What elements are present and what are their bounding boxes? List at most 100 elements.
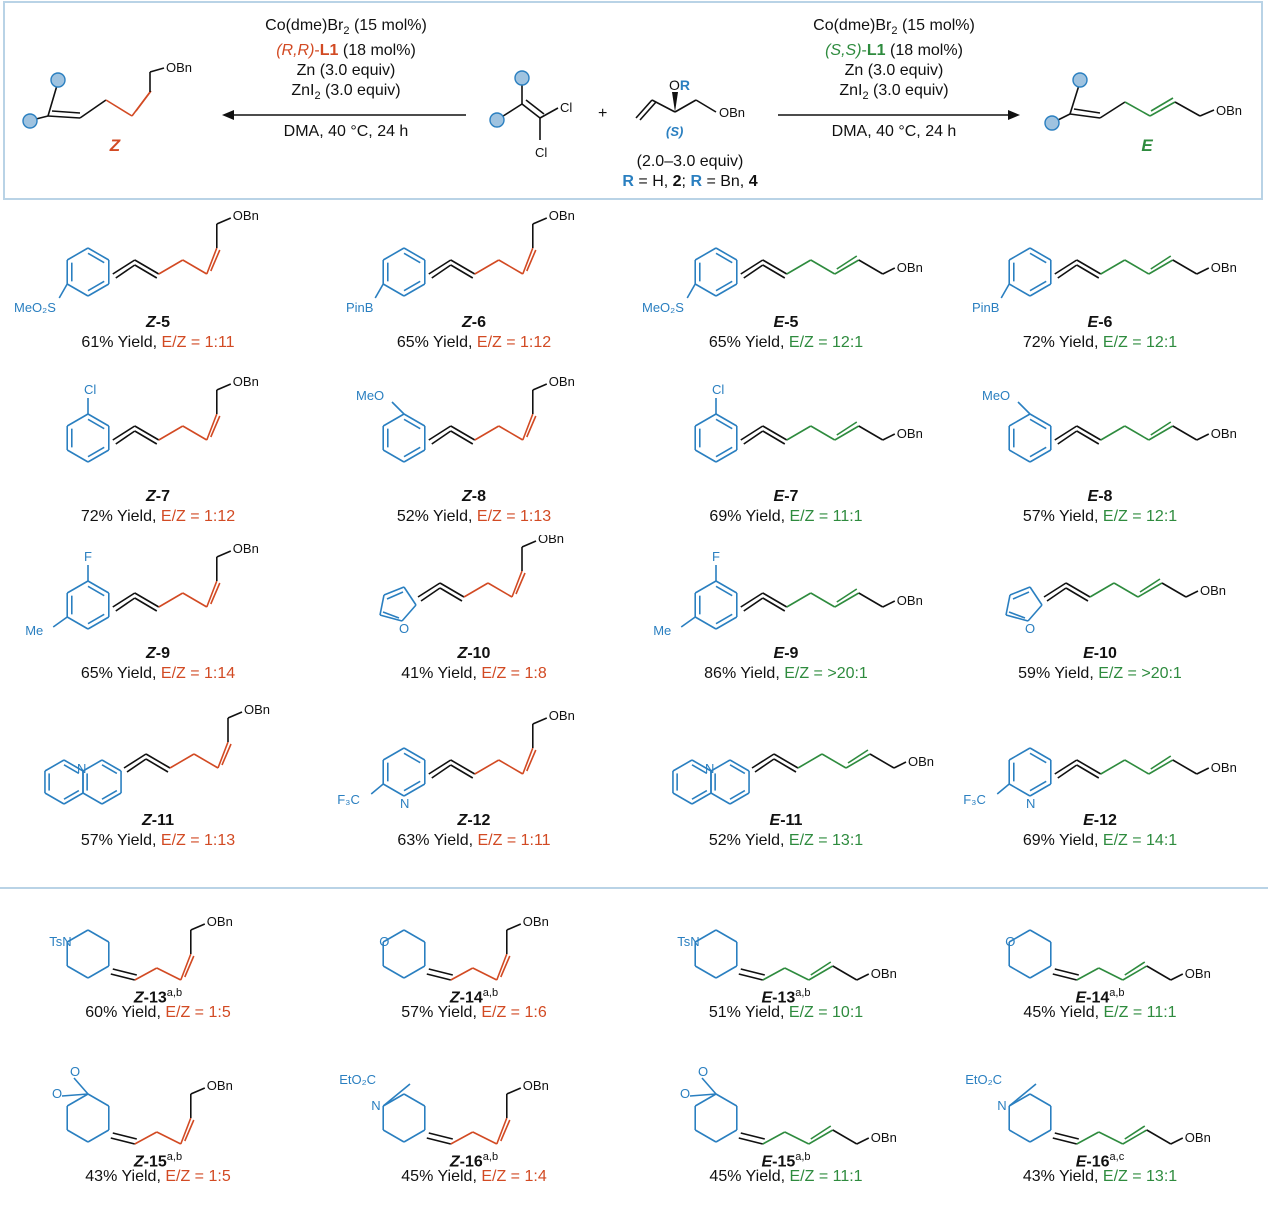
o-atom-label: O (1005, 934, 1015, 949)
ratio-text: E/Z = 1:12 (476, 334, 552, 351)
tsn-atom-label: TsN (49, 934, 71, 949)
obn-atom-label: OBn (897, 426, 923, 441)
ratio-text: E/Z = 13:1 (1102, 1168, 1178, 1185)
obn-atom-label: OBn (233, 208, 259, 223)
obn-atom-label: OBn (523, 914, 549, 929)
ratio-text: E/Z = 1:5 (165, 1168, 231, 1185)
ratio-text: E/Z = 10:1 (788, 1004, 864, 1021)
compound-label: E-15a,b (761, 1151, 811, 1171)
left-conditions: Co(dme)Br2 (15 mol%) (R,R)-L1 (18 mol%) … (265, 17, 427, 141)
me-atom-label: Me (25, 623, 43, 638)
compound-label: Z-8 (461, 488, 486, 505)
yield-text: 65% Yield, E/Z = 1:14 (80, 665, 236, 682)
compound-label: E-14a,b (1075, 987, 1125, 1007)
n-atom-label: N (1026, 796, 1035, 811)
obn-atom-label: OBn (1185, 966, 1211, 981)
compound-label: E-10 (1083, 645, 1117, 662)
tsn-atom-label: TsN (677, 934, 699, 949)
or-label: OR (669, 77, 690, 93)
o-atom-label: O (1025, 621, 1035, 636)
reaction-scheme-drawing: OBn Cl Cl + OR OBn (S) (22, 60, 1242, 160)
obn-atom-label: OBn (233, 374, 259, 389)
yield-text: 69% Yield, E/Z = 11:1 (709, 508, 863, 525)
reaction-scheme-box (3, 1, 1263, 200)
ratio-text: E/Z = 14:1 (1102, 832, 1178, 849)
meo-atom-label: MeO (356, 388, 384, 403)
compound-label: Z-14a,b (449, 987, 499, 1007)
obn-atom-label: OBn (207, 914, 233, 929)
n-atom-label: N (371, 1098, 380, 1113)
yield-text: 41% Yield, E/Z = 1:8 (401, 665, 547, 682)
f-atom-label: F (84, 549, 92, 564)
ratio-text: E/Z = 11:1 (789, 1168, 863, 1185)
f-atom-label: F (712, 549, 720, 564)
yield-text: 43% Yield, E/Z = 13:1 (1022, 1168, 1178, 1185)
compound-label: E-8 (1087, 488, 1113, 505)
me-atom-label: Me (653, 623, 671, 638)
left-arrowhead (222, 110, 234, 120)
compound-label: Z-10 (457, 645, 491, 662)
yield-text: 57% Yield, E/Z = 1:13 (80, 832, 236, 849)
cl-atom-label: Cl (712, 382, 724, 397)
ratio-text: E/Z = 1:5 (165, 1004, 231, 1021)
compound-label: Z-15a,b (133, 1151, 183, 1171)
substituent-dot (1044, 115, 1060, 131)
pinb-atom-label: PinB (972, 300, 999, 315)
obn-label: OBn (1216, 103, 1242, 118)
ratio-text: E/Z = 1:8 (481, 665, 547, 682)
compound-structure: F Me OBn (25, 541, 259, 638)
yield-text: 65% Yield, E/Z = 12:1 (708, 334, 864, 351)
cl-atom-label: Cl (84, 382, 96, 397)
yield-text: 60% Yield, E/Z = 1:5 (85, 1004, 231, 1021)
yield-text: 43% Yield, E/Z = 1:5 (85, 1168, 231, 1185)
eto2c-atom-label: EtO₂C (339, 1072, 376, 1087)
ratio-text: E/Z = 13:1 (788, 832, 864, 849)
yield-text: 57% Yield, E/Z = 1:6 (401, 1004, 547, 1021)
product-z-structure (31, 67, 165, 121)
obn-atom-label: OBn (207, 1078, 233, 1093)
ratio-text: E/Z = 1:11 (477, 832, 551, 849)
ratio-text: E/Z = 12:1 (1102, 334, 1178, 351)
stereo-label: (S) (666, 124, 683, 139)
n-atom-label: N (997, 1098, 1006, 1113)
n-atom-label: N (400, 796, 409, 811)
compound-label: E-7 (773, 488, 799, 505)
compound-label: Z-11 (141, 812, 175, 829)
obn-atom-label: OBn (233, 541, 259, 556)
compound-label: Z-6 (461, 314, 486, 331)
substituent-dot (489, 112, 505, 128)
obn-atom-label: OBn (897, 593, 923, 608)
yield-text: 69% Yield, E/Z = 14:1 (1022, 832, 1178, 849)
yield-text: 72% Yield, E/Z = 12:1 (1022, 334, 1178, 351)
compound-label: E-16a,c (1075, 1151, 1125, 1171)
ratio-text: E/Z = 11:1 (1103, 1004, 1177, 1021)
substituent-dot (1072, 72, 1088, 88)
n-atom-label: N (77, 761, 86, 776)
ratio-text: E/Z = 1:13 (160, 832, 236, 849)
reagent-equiv: (2.0–3.0 equiv) (636, 153, 744, 170)
yield-text: 45% Yield, E/Z = 11:1 (709, 1168, 863, 1185)
o-atom-label: O (680, 1086, 690, 1101)
obn-atom-label: OBn (871, 1130, 897, 1145)
o-atom-label: O (698, 1064, 708, 1079)
